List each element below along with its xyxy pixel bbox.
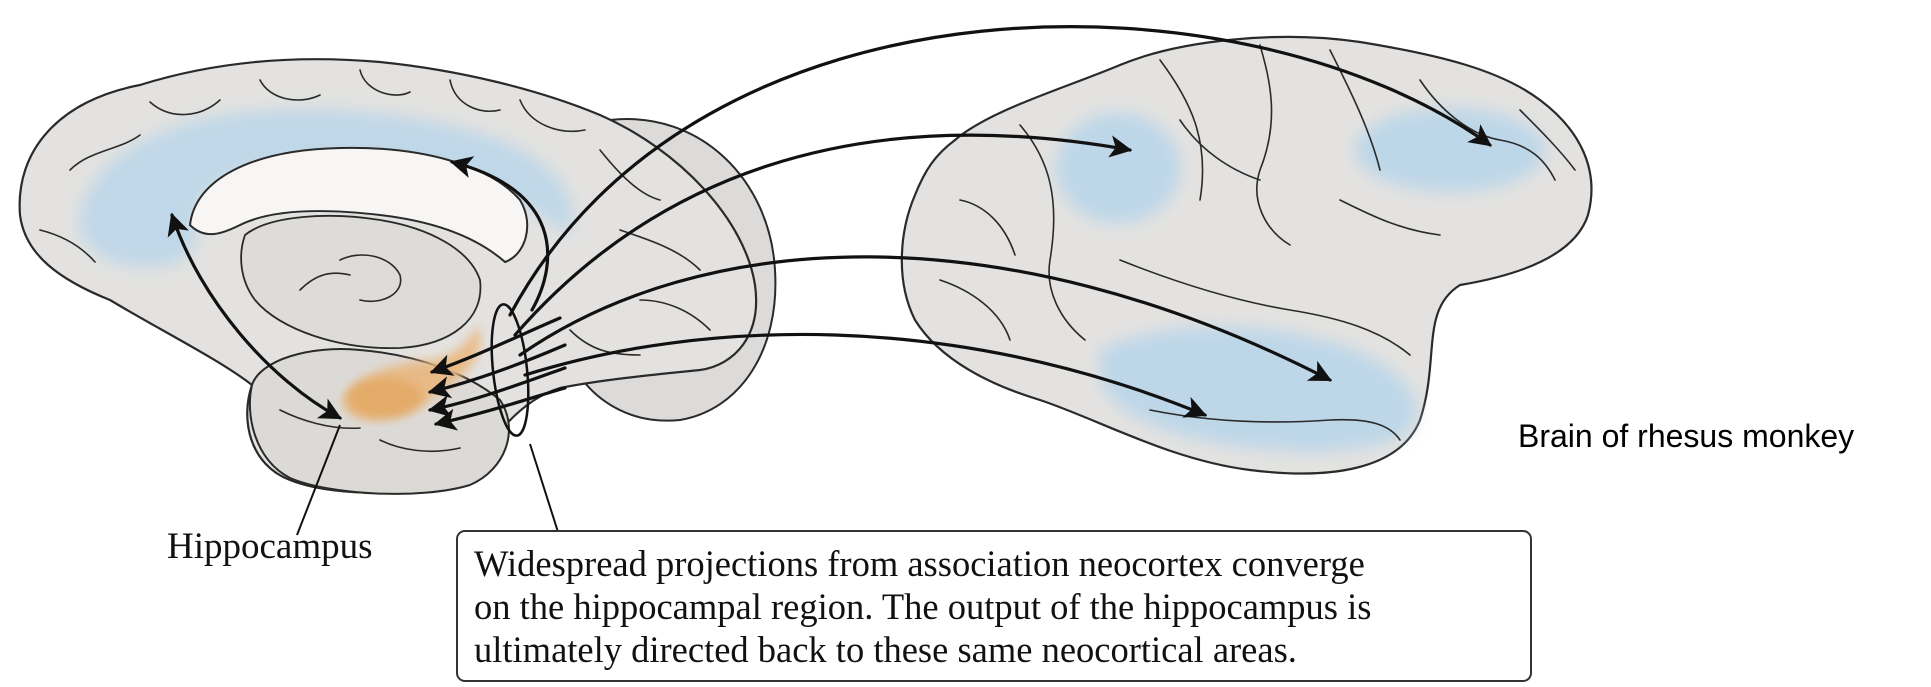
monkey-parietal-association [1056,113,1180,223]
caption-line: Widespread projections from association … [474,542,1516,585]
monkey-brain-lateral [902,37,1592,474]
hippocampus-label: Hippocampus [167,526,373,567]
hippocampus-core [347,378,423,418]
caption-line: ultimately directed back to these same n… [474,628,1516,671]
caption-pointer [530,444,580,532]
monkey-brain-label: Brain of rhesus monkey [1518,418,1854,454]
human-brain-medial [20,59,776,494]
caption-line: on the hippocampal region. The output of… [474,585,1516,628]
caption-box: Widespread projections from association … [456,530,1532,682]
